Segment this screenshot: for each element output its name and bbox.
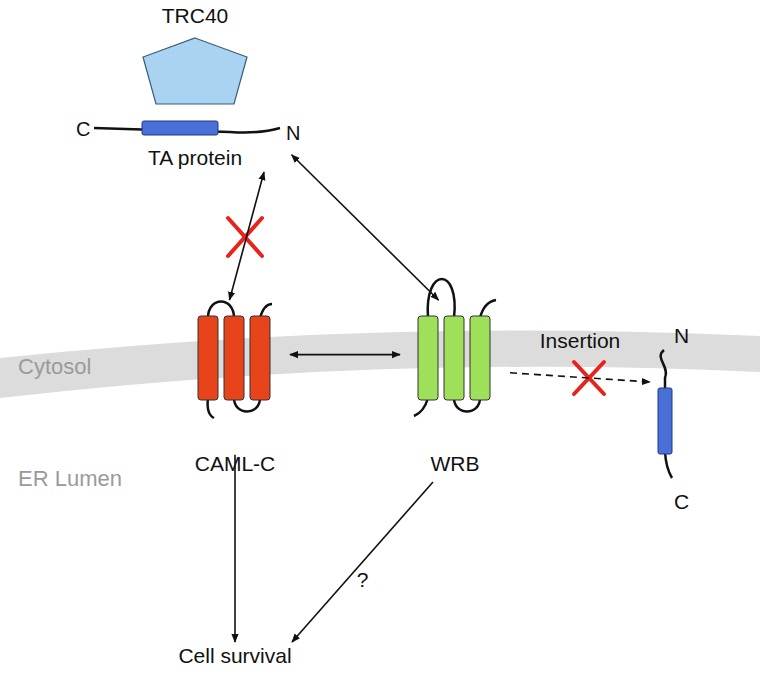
c-terminus-label: C [76, 118, 90, 141]
node-label: TA protein [148, 146, 242, 170]
caml-c-helices: CAML-C [180, 300, 290, 482]
node-label: TRC40 [162, 4, 229, 28]
node-label: N [674, 324, 689, 348]
arrow [290, 354, 400, 356]
trc40-complex: TRC40 TA protein [80, 0, 310, 172]
edge-label: ? [355, 568, 371, 592]
red-cross [228, 218, 604, 394]
edge-label: Insertion [538, 329, 623, 353]
inserted-ta-protein: NC [630, 318, 710, 518]
arrow [292, 155, 439, 300]
arrow [234, 455, 236, 642]
node-label: Cell survival [178, 644, 291, 668]
n-terminus-label: N [286, 122, 300, 145]
compartment-label: Cytosol [18, 354, 91, 380]
wrb-helices: WRB [400, 300, 510, 482]
node-shape [630, 318, 710, 518]
cell-survival-outcome: Cell survival [160, 642, 310, 672]
node-label: WRB [431, 452, 480, 476]
arrow [292, 482, 433, 642]
compartment-label: ER Lumen [18, 466, 122, 492]
er-membrane [0, 330, 760, 398]
arrow [230, 172, 265, 300]
node-label: CAML-C [195, 452, 276, 476]
dashed-arrow [510, 373, 650, 382]
node-label: C [674, 490, 689, 514]
